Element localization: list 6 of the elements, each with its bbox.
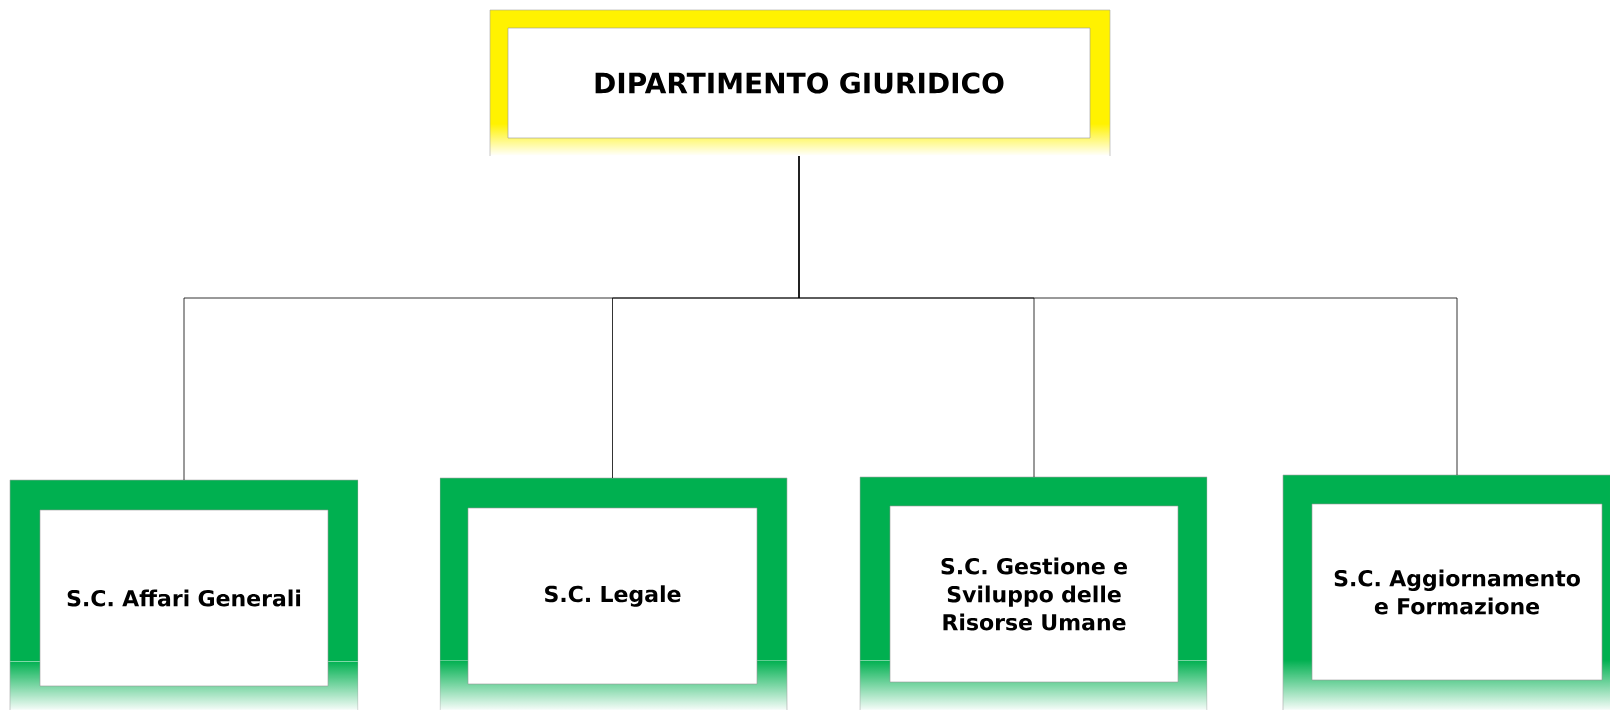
org-box: S.C. Gestione e Sviluppo delle Risorse Umane	[859, 476, 1208, 710]
connector-line	[798, 155, 1458, 476]
org-box: S.C. Affari Generali	[9, 479, 359, 710]
org-box: S.C. Legale	[439, 477, 788, 710]
org-box: DIPARTIMENTO GIURIDICO	[489, 9, 1111, 157]
org-box: S.C. Aggiornamento e Formazione	[1282, 474, 1610, 710]
